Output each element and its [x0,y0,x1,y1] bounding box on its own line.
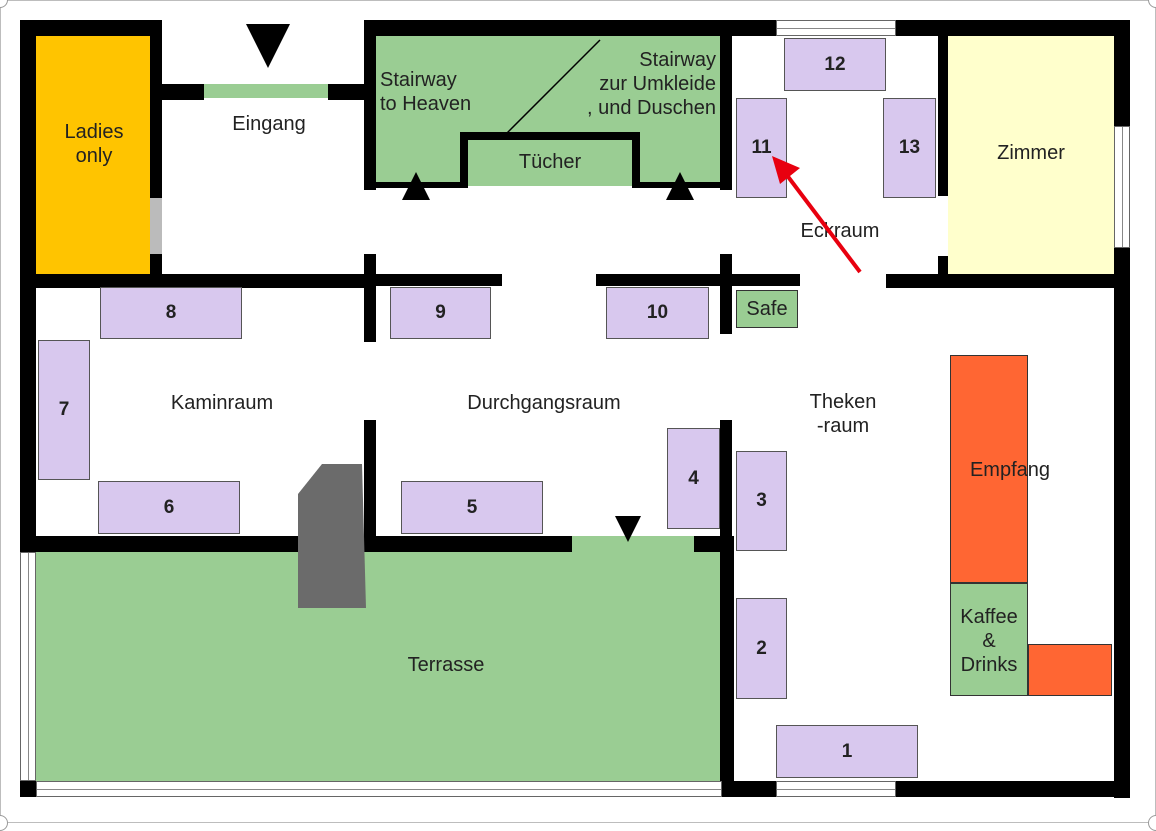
zimmer-label: Zimmer [997,142,1065,164]
outer-wall-top-left [20,20,162,36]
table-5[interactable]: 5 [401,481,543,534]
stairway-locker-label: Stairway zur Umkleide , und Duschen [587,49,716,119]
zimmer-room [948,36,1114,276]
thekenraum-label: Theken -raum [809,391,877,437]
coffee-drinks-counter [950,583,1028,696]
wall-kamin-divider-top [364,254,376,342]
table-6[interactable]: 6 [98,481,240,534]
wall-theken-divider-top [720,254,732,334]
terrace-door [572,536,694,550]
wall-entrance-left [162,84,204,100]
stair-arrow-icon [402,172,430,200]
terrace-door-arrow-icon [615,516,641,542]
wall-row-right [886,274,1130,288]
table-1[interactable]: 1 [776,725,918,778]
wall-towels-right [632,132,640,188]
outer-wall-top-mid [364,20,776,36]
wall-kamin-divider-bottom [364,420,376,552]
wall-zimmer-left-top [938,36,948,196]
towels-box [466,140,634,186]
wall-terrace-top-right [694,536,734,552]
window-bottom-terrace [36,781,722,797]
wall-row-left [20,274,366,288]
table-13[interactable]: 13 [883,98,936,198]
terrace-area [36,550,722,781]
table-9[interactable]: 9 [390,287,491,339]
entrance-label: Eingang [232,113,306,135]
window-zimmer-right [1114,126,1130,248]
wall-terrace-top-left [20,536,572,552]
wall-row-mid-left [376,274,502,286]
reception-desk [950,355,1028,583]
wall-entrance-right [328,84,364,100]
durchgangsraum-label: Durchgangsraum [467,392,621,414]
window-left-terrace [20,552,36,781]
table-8[interactable]: 8 [100,287,242,339]
window-bottom-right [776,781,896,797]
window-ladies-side [150,198,162,254]
table-11[interactable]: 11 [736,98,787,198]
kaminraum-label: Kaminraum [170,392,274,414]
safe-box [736,290,798,328]
outer-wall-top-right [896,20,1130,36]
wall-towels-left [460,132,468,188]
wall-stairway-right [720,20,732,190]
table-10[interactable]: 10 [606,287,709,339]
entrance-arrow-icon [246,24,290,68]
table-2[interactable]: 2 [736,598,787,699]
entrance-door [204,84,328,98]
towels-label: Tücher [518,151,582,173]
empfang-label: Empfang [969,459,1051,481]
table-3[interactable]: 3 [736,451,787,551]
safe-label: Safe [746,298,788,320]
reception-desk-extension [1028,644,1112,696]
window-top [776,20,896,36]
pointer-arrow-icon [772,156,862,274]
wall-row-safe [720,274,800,286]
wall-terrace-right [720,536,734,796]
wall-zimmer-left-bottom [938,256,948,278]
wall-towels-top [460,132,640,140]
wall-row-mid-right [596,274,720,286]
wall-theken-divider-bottom [720,420,732,550]
table-12[interactable]: 12 [784,38,886,91]
terrace-label: Terrasse [407,654,485,676]
corner-room-label: Eckraum [800,220,880,242]
ladies-label: Ladies only [64,121,124,167]
coffee-drinks-label: Kaffee & Drinks [960,606,1018,676]
ladies-room [36,36,152,276]
stairway-heaven-label: Stairway to Heaven [380,69,472,115]
fireplace-pillar [298,464,366,608]
table-7[interactable]: 7 [38,340,90,480]
table-4[interactable]: 4 [667,428,720,529]
wall-stairway-left [364,20,376,190]
stair-arrow-icon [666,172,694,200]
stairway-divider-line [505,39,601,135]
